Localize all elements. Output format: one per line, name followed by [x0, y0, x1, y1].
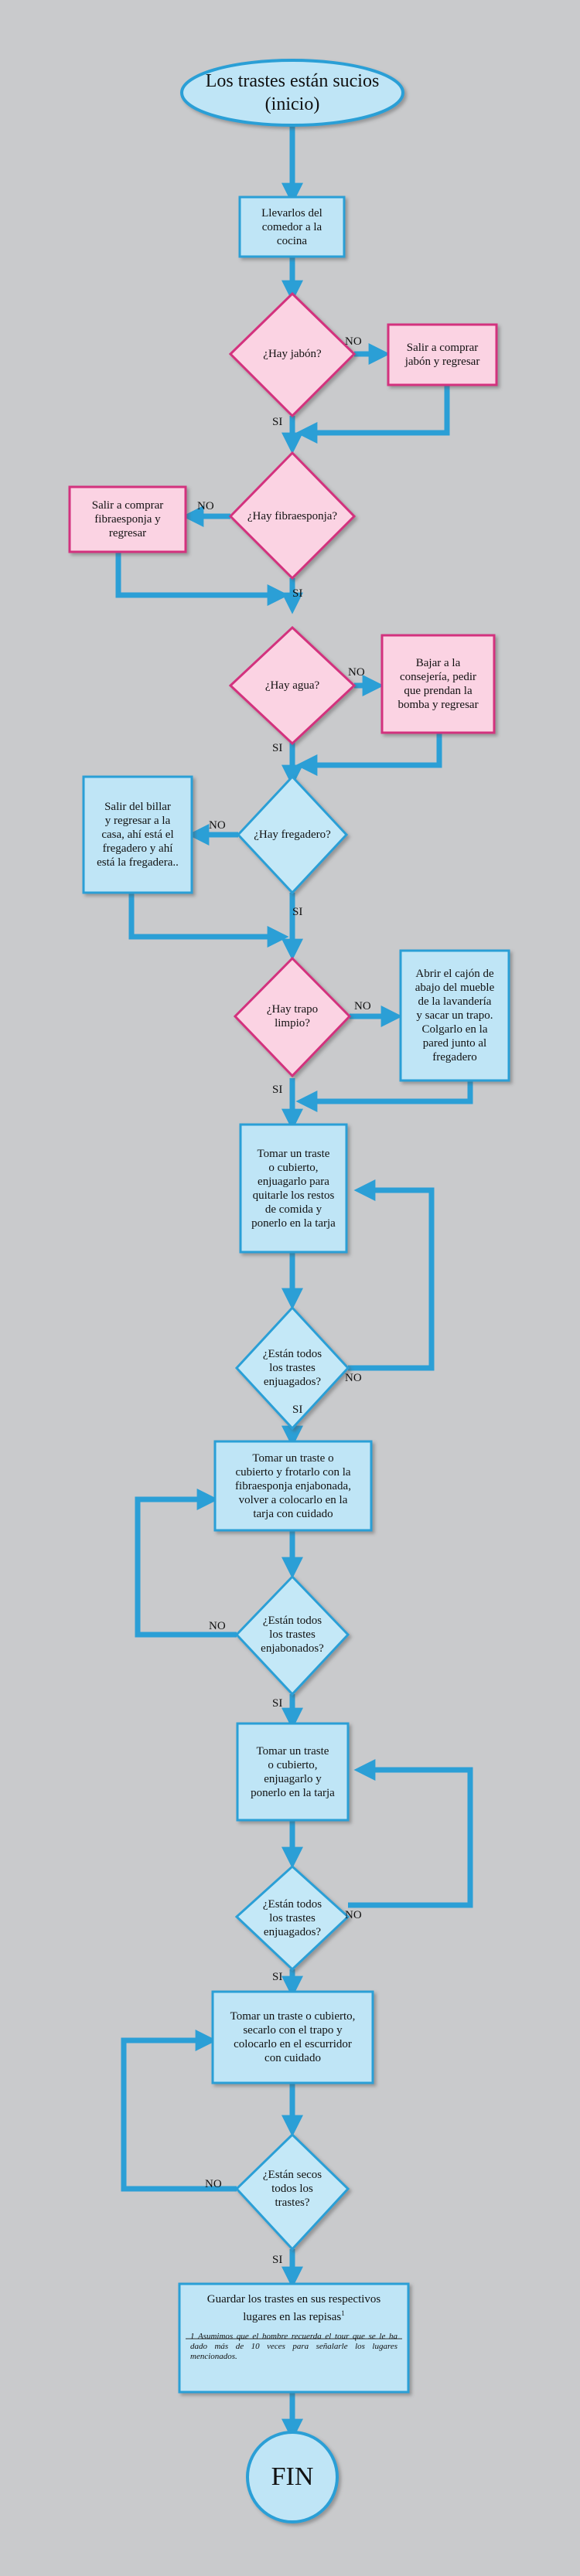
process-s6: [399, 949, 510, 1082]
decision-q6-label: ¿Están todos los trastes enjuagados?: [262, 1348, 322, 1388]
label-si-q8: SI: [272, 1971, 283, 1983]
connectors: [115, 124, 473, 2441]
label-si-q1: SI: [272, 416, 283, 428]
decision-q2: [228, 451, 357, 580]
label-no-q9: NO: [205, 2178, 222, 2190]
label-si-q3: SI: [272, 742, 283, 754]
decision-q3: [228, 625, 357, 746]
decision-q8: [234, 1864, 350, 1972]
label-si-q9: SI: [272, 2254, 283, 2266]
start-terminal: [180, 59, 404, 127]
end-label: FIN: [271, 2462, 314, 2491]
process-s1: [238, 196, 346, 258]
arrow-s4-merge: [295, 733, 442, 776]
label-no-q6: NO: [345, 1372, 362, 1384]
footnote-marker: 1: [341, 2309, 345, 2317]
decision-q3-label: ¿Hay agua?: [264, 679, 320, 692]
process-s7: [239, 1123, 348, 1254]
process-s10-label: Tomar un traste o cubierto, secarlo con …: [230, 2010, 356, 2064]
decision-q1-label: ¿Hay jabón?: [263, 348, 322, 360]
decision-q5: [233, 956, 352, 1078]
decision-q5-label: ¿Hay trapo limpio?: [266, 1003, 319, 1029]
decision-q4: [236, 774, 349, 895]
process-s6-label: Abrir el cajón de abajo del mueble de la…: [415, 968, 495, 1063]
process-s10: [211, 1990, 374, 2084]
process-s4: [380, 634, 496, 734]
process-s1-label: Llevarlos del comedor a la cocina: [261, 206, 322, 247]
label-no-q1: NO: [345, 335, 362, 348]
process-s7-label: Tomar un traste o cubierto, enjuagarlo p…: [251, 1147, 336, 1230]
decision-q7-label: ¿Están todos los trastes enjabonados?: [261, 1615, 324, 1655]
process-s2: [387, 323, 498, 386]
arrow-s5-merge: [128, 893, 289, 948]
process-s3: [68, 485, 187, 553]
label-no-q4: NO: [209, 819, 226, 832]
decision-q8-label: ¿Están todos los trastes enjuagados?: [262, 1898, 322, 1938]
process-s11-content: Guardar los trastes en sus respectivos l…: [179, 2286, 408, 2391]
label-si-q5: SI: [272, 1084, 283, 1096]
decision-q7: [234, 1574, 350, 1696]
process-s11-text: Guardar los trastes en sus respectivos l…: [206, 2293, 381, 2323]
arrow-q9-loop: [121, 2030, 237, 2192]
start-label: Los trastes están sucios (inicio): [205, 71, 380, 114]
arrow-s6-merge: [295, 1080, 473, 1112]
decision-q4-label: ¿Hay fregadero?: [254, 829, 331, 841]
process-s11: [178, 2282, 410, 2394]
arrow-s3-merge: [115, 552, 289, 606]
arrow-q8-loop: [348, 1759, 473, 1908]
process-s9-label: Tomar un traste o cubierto, enjuagarlo y…: [251, 1744, 335, 1799]
process-s9: [236, 1722, 350, 1822]
label-no-q8: NO: [345, 1909, 362, 1921]
process-s5: [82, 775, 193, 894]
arrow-q6-loop: [348, 1179, 435, 1371]
label-no-q7: NO: [209, 1620, 226, 1632]
label-si-q6: SI: [292, 1404, 303, 1416]
process-s2-label: Salir a comprar jabón y regresar: [404, 342, 480, 368]
label-no-q5: NO: [354, 1000, 371, 1012]
arrow-q7-loop: [135, 1489, 237, 1638]
label-no-q2: NO: [197, 500, 214, 512]
process-s11-label: Guardar los trastes en sus respectivos l…: [179, 2286, 408, 2324]
decision-q2-label: ¿Hay fibraesponja?: [247, 510, 338, 522]
decision-q9: [234, 2132, 350, 2251]
process-s4-label: Bajar a la consejería, pedir que prendan…: [397, 657, 479, 711]
decision-q9-label: ¿Están secos todos los trastes?: [262, 2169, 322, 2209]
footnote-text: 1 Asumimos que el hombre recuerda el tou…: [190, 2332, 397, 2361]
label-si-q2: SI: [292, 587, 303, 600]
process-s8-label: Tomar un traste o cubierto y frotarlo co…: [235, 1451, 351, 1520]
process-s8: [213, 1440, 373, 1532]
end-terminal: [246, 2431, 339, 2523]
label-si-q4: SI: [292, 906, 303, 918]
process-s5-label: Salir del billar y regresar a la casa, a…: [97, 801, 179, 869]
decision-q6: [234, 1305, 350, 1431]
decision-q1: [228, 291, 357, 418]
label-no-q3: NO: [348, 666, 365, 679]
arrow-s2-merge: [295, 385, 450, 444]
label-si-q7: SI: [272, 1697, 283, 1710]
process-s3-label: Salir a comprar fibraesponja y regresar: [91, 499, 164, 539]
